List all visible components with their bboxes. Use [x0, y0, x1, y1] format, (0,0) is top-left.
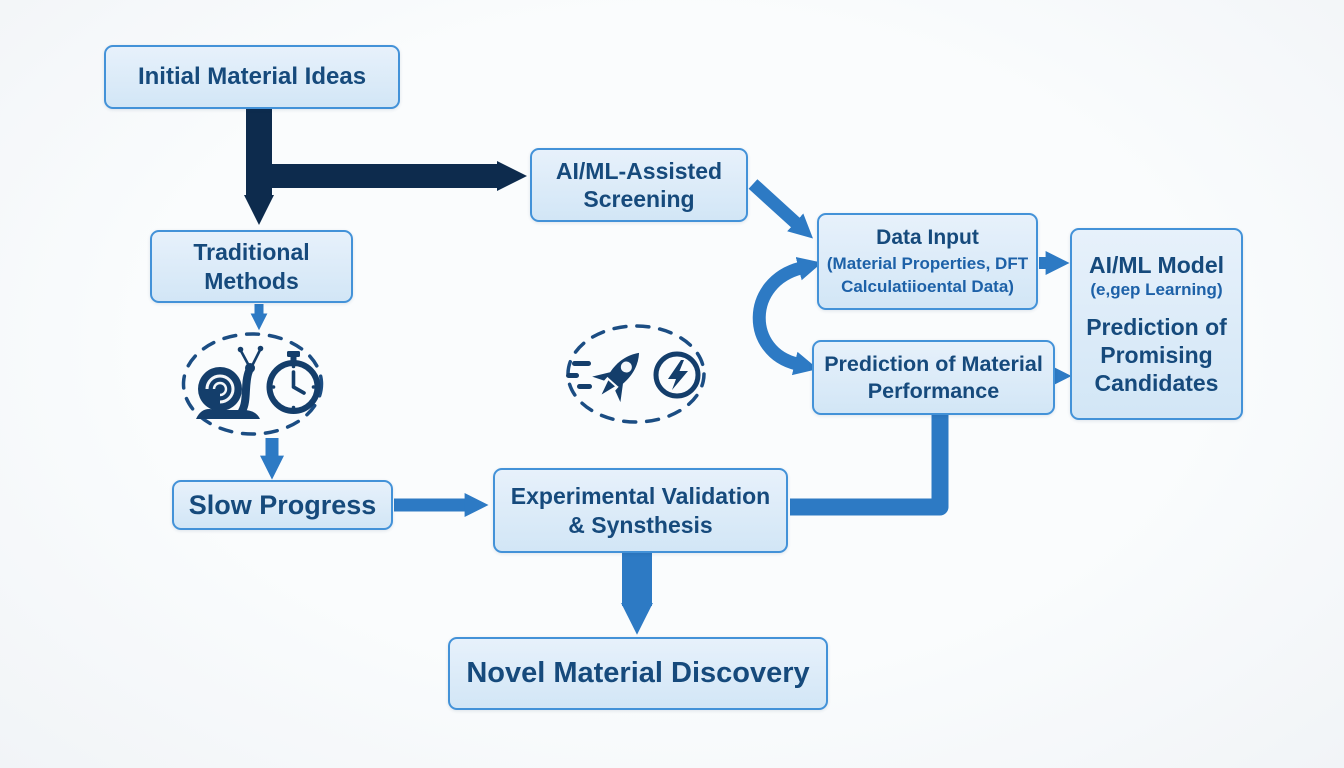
node-label: Slow Progress	[188, 489, 377, 520]
node-aiml-assisted-screening: AI/ML-Assisted Screening	[530, 148, 748, 222]
node-novel-material-discovery: Novel Material Discovery	[448, 637, 828, 710]
node-data-input: Data Input (Material Properties, DFT Cal…	[817, 213, 1038, 310]
node-body-line3: Candidates	[1094, 369, 1219, 396]
node-label-line1: Traditional	[193, 239, 310, 266]
node-label-line1: AI/ML-Assisted	[555, 157, 723, 184]
fast-methods-icon-cluster	[566, 324, 706, 424]
node-body-line2: Promising	[1100, 341, 1213, 368]
arrow-loop-datainput-prediction	[752, 256, 822, 376]
rocket-icon	[566, 352, 640, 403]
node-aiml-model: AI/ML Model (e,gep Learning) Prediction …	[1070, 228, 1243, 420]
dashed-ellipse	[181, 332, 324, 436]
node-prediction-material-performance: Prediction of Material Performance	[812, 340, 1055, 415]
node-subtitle-line1: (Material Properties, DFT	[826, 254, 1029, 274]
node-subtitle: (e,gep Learning)	[1090, 280, 1223, 300]
snail-icon	[196, 345, 264, 419]
node-label-line2: Screening	[583, 186, 695, 212]
node-body-line1: Prediction of	[1086, 313, 1227, 340]
arrow-screening-to-datainput	[748, 179, 813, 239]
node-traditional-methods: Traditional Methods	[150, 230, 353, 303]
connector-prediction-to-validation	[790, 414, 949, 516]
node-initial-material-ideas: Initial Material Ideas	[104, 45, 400, 109]
node-label: Novel Material Discovery	[466, 656, 810, 689]
node-label-line1: Experimental Validation	[510, 483, 771, 510]
node-slow-progress: Slow Progress	[172, 480, 393, 530]
node-subtitle-line2: Calculatiioental Data)	[841, 277, 1014, 297]
node-label-line2: & Synsthesis	[568, 511, 713, 538]
node-title: Data Input	[876, 226, 979, 250]
node-label-line2: Methods	[204, 267, 299, 294]
node-label: Initial Material Ideas	[137, 63, 367, 91]
node-label-line2: Performance	[867, 378, 1000, 403]
node-experimental-validation: Experimental Validation & Synsthesis	[493, 468, 788, 553]
node-label-line1: Prediction of Material	[824, 352, 1043, 377]
stopwatch-icon	[266, 351, 321, 414]
slow-methods-icon-cluster	[181, 332, 324, 436]
node-title: AI/ML Model	[1088, 252, 1224, 279]
lightning-icon	[653, 351, 701, 399]
